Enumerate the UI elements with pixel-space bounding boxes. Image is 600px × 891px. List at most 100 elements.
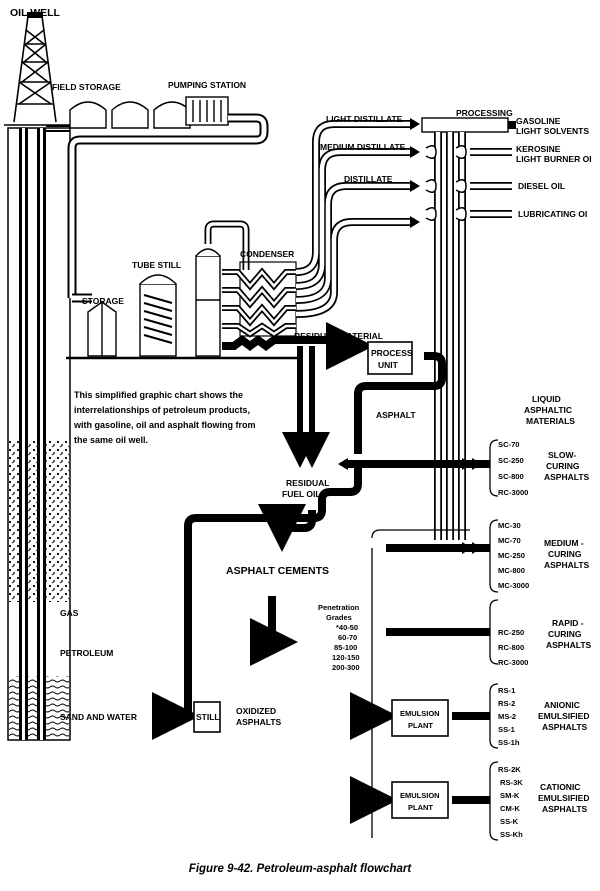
- label-processing: PROCESSING: [456, 108, 513, 118]
- pumping-station: [185, 96, 229, 126]
- penetration-grades: *40-50 60-70 85-100 120-150 200-300: [332, 623, 360, 672]
- grade-item: MS-2: [498, 712, 516, 721]
- grade-item: SM-K: [500, 791, 520, 800]
- label-oxidized-asphalts: ASPHALTS: [236, 717, 282, 727]
- emulsion-plant-anionic-box: [391, 699, 449, 737]
- label-sand-and-water: SAND AND WATER: [60, 712, 137, 722]
- grade-item: RC-3000: [498, 658, 528, 667]
- bracket-lines: [371, 439, 499, 841]
- grade-item: SC-800: [498, 472, 524, 481]
- grade-item: SC-250: [498, 456, 524, 465]
- label-liquid: LIQUID: [532, 394, 561, 404]
- condenser: [222, 261, 297, 338]
- label-storage: STORAGE: [82, 296, 124, 306]
- label-tube-still: TUBE STILL: [132, 260, 181, 270]
- grade-item: RC-3000: [498, 488, 528, 497]
- label-cationic-emulsified: EMULSIFIED: [538, 793, 589, 803]
- label-asphalt-cements: ASPHALT CEMENTS: [226, 565, 329, 577]
- grade-item: *40-50: [336, 623, 358, 632]
- label-residual-material: RESIDUAL MATERIAL: [294, 331, 383, 341]
- label-plant-cationic: PLANT: [408, 803, 433, 812]
- label-lubricating-oil: LUBRICATING OI: [518, 209, 587, 219]
- label-field-storage: FIELD STORAGE: [52, 82, 121, 92]
- oil-well: [4, 12, 71, 741]
- diagram-labels: OIL WELL FIELD STORAGE PUMPING STATION L…: [10, 7, 592, 814]
- label-asphaltic: ASPHALTIC: [524, 405, 572, 415]
- label-distillate: DISTILLATE: [344, 174, 393, 184]
- label-cationic-asphalts: ASPHALTS: [542, 804, 588, 814]
- processing-manifold: [421, 117, 516, 540]
- crude-pipeline: [46, 113, 269, 303]
- grade-item: MC-800: [498, 566, 525, 575]
- grade-item: 120-150: [332, 653, 360, 662]
- label-oil-well: OIL WELL: [10, 7, 61, 19]
- label-cationic: CATIONIC: [540, 782, 580, 792]
- label-light-distillate: LIGHT DISTILLATE: [326, 114, 403, 124]
- label-plant-anionic: PLANT: [408, 721, 433, 730]
- label-asphalt: ASPHALT: [376, 410, 416, 420]
- label-slow-curing-2: CURING: [546, 461, 580, 471]
- note-line: the same oil well.: [74, 435, 148, 445]
- slow-curing-grades: SC-70 SC-250 SC-800 RC-3000: [498, 440, 528, 497]
- refinery: [66, 220, 298, 360]
- label-rapid-curing-asphalts: ASPHALTS: [546, 640, 592, 650]
- label-medium-curing-2: CURING: [548, 549, 582, 559]
- label-materials: MATERIALS: [526, 416, 575, 426]
- grade-item: RS-2: [498, 699, 515, 708]
- cationic-grades: RS-2K RS-3K SM-K CM-K SS-K SS-Kh: [498, 765, 523, 839]
- note-line: interrelationships of petroleum products…: [74, 405, 250, 415]
- label-emulsion-cationic: EMULSION: [400, 791, 440, 800]
- label-light-burner-oil: LIGHT BURNER OI: [516, 154, 592, 164]
- label-anionic-emulsified: EMULSIFIED: [538, 711, 589, 721]
- label-gasoline: GASOLINE: [516, 116, 561, 126]
- label-penetration: Penetration: [318, 603, 360, 612]
- grade-item: 200-300: [332, 663, 360, 672]
- grade-item: SS-K: [500, 817, 519, 826]
- flow-chevrons: [338, 458, 482, 554]
- note-line: with gasoline, oil and asphalt flowing f…: [73, 420, 256, 430]
- grade-item: MC-3000: [498, 581, 529, 590]
- label-medium-distillate: MEDIUM DISTILLATE: [320, 142, 406, 152]
- label-oxidized: OXIDIZED: [236, 706, 276, 716]
- grade-item: MC-250: [498, 551, 525, 560]
- field-storage-tanks: [69, 101, 191, 129]
- rapid-curing-grades: RC-250 RC-800 RC-3000: [498, 628, 528, 667]
- figure-caption: Figure 9-42. Petroleum-asphalt flowchart: [189, 863, 413, 875]
- label-grades: Grades: [326, 613, 352, 622]
- grade-item: CM-K: [500, 804, 520, 813]
- process-unit-box: [367, 341, 413, 375]
- anionic-grades: RS-1 RS-2 MS-2 SS-1 SS-1h: [498, 686, 520, 747]
- label-pumping-station: PUMPING STATION: [168, 80, 246, 90]
- grade-item: MC-70: [498, 536, 521, 545]
- grade-item: RS-3K: [500, 778, 523, 787]
- grade-item: SS-1: [498, 725, 516, 734]
- emulsion-plant-cationic-box: [391, 781, 449, 819]
- label-slow-curing: SLOW-: [548, 450, 576, 460]
- grade-item: 85-100: [334, 643, 357, 652]
- label-light-solvents: LIGHT SOLVENTS: [516, 126, 589, 136]
- label-medium-curing-asphalts: ASPHALTS: [544, 560, 590, 570]
- label-emulsion-anionic: EMULSION: [400, 709, 440, 718]
- still-box: [193, 701, 221, 733]
- label-medium-curing: MEDIUM -: [544, 538, 584, 548]
- label-slow-curing-asphalts: ASPHALTS: [544, 472, 590, 482]
- label-process: PROCESS: [371, 348, 413, 358]
- label-gas: GAS: [60, 608, 79, 618]
- label-rapid-curing-2: CURING: [548, 629, 582, 639]
- explanatory-note: This simplified graphic chart shows the …: [73, 390, 256, 445]
- label-condenser: CONDENSER: [240, 249, 294, 259]
- label-fuel-oil: FUEL OIL: [282, 489, 321, 499]
- grade-item: RC-250: [498, 628, 524, 637]
- label-unit: UNIT: [378, 360, 399, 370]
- grade-item: SC-70: [498, 440, 520, 449]
- label-kerosine: KEROSINE: [516, 144, 561, 154]
- label-anionic: ANIONIC: [544, 700, 580, 710]
- label-anionic-asphalts: ASPHALTS: [542, 722, 588, 732]
- label-petroleum: PETROLEUM: [60, 648, 113, 658]
- label-residual: RESIDUAL: [286, 478, 329, 488]
- note-line: This simplified graphic chart shows the: [74, 390, 243, 400]
- medium-curing-grades: MC-30 MC-70 MC-250 MC-800 MC-3000: [498, 521, 529, 590]
- grade-item: SS-Kh: [500, 830, 523, 839]
- grade-item: 60-70: [338, 633, 357, 642]
